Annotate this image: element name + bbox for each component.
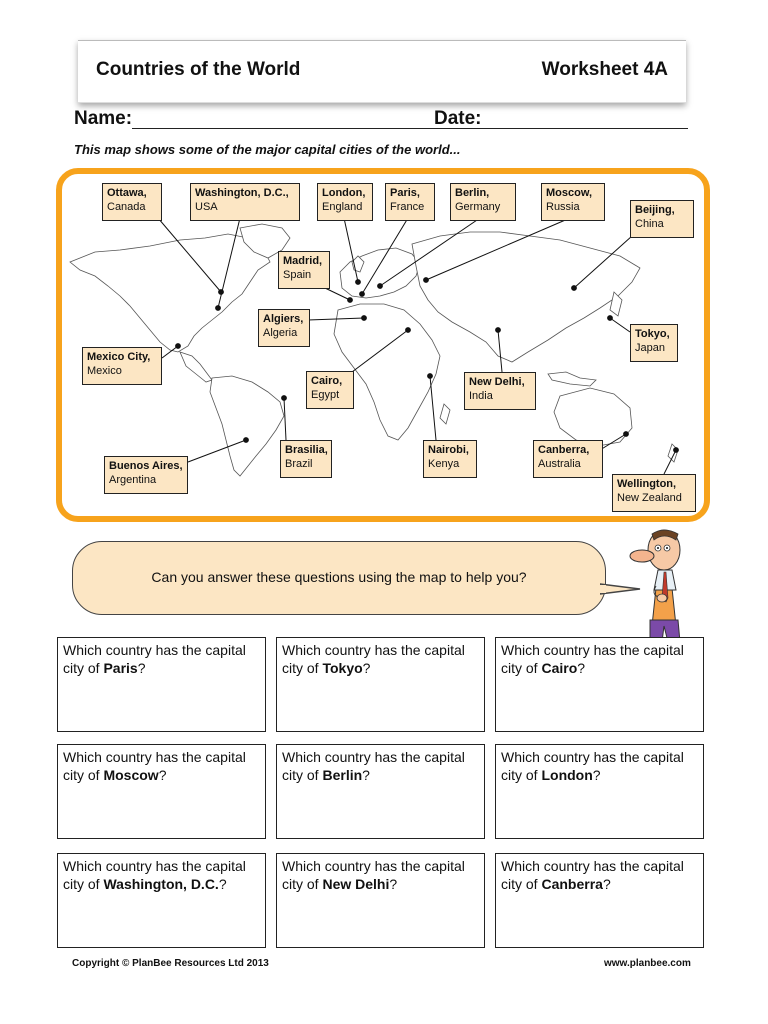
question-box[interactable]: Which country has the capital city of To… [276,637,485,732]
label-madrid: Madrid,Spain [278,251,330,289]
indonesia-shape [547,371,597,387]
speech-bubble: Can you answer these questions using the… [72,541,606,615]
leader-lines [157,217,679,475]
label-ottawa: Ottawa,Canada [102,183,162,221]
label-brasilia: Brasilia,Brazil [280,440,332,478]
label-algiers: Algiers,Algeria [258,309,310,347]
question-box[interactable]: Which country has the capital city of Wa… [57,853,266,948]
name-field[interactable] [132,128,502,129]
label-new-delhi: New Delhi,India [464,372,536,410]
label-buenos-aires: Buenos Aires,Argentina [104,456,188,494]
asia-shape [411,231,641,363]
question-box[interactable]: Which country has the capital city of Mo… [57,744,266,839]
greenland-shape [239,223,291,259]
central-america-shape [179,351,213,383]
australia-shape [553,387,633,447]
intro-text: This map shows some of the major capital… [74,142,461,157]
name-date-row: Name: Date: [74,106,690,132]
new-zealand-shape [667,443,679,463]
cartoon-man-illustration [629,529,681,643]
world-map [69,217,679,477]
copyright-text: Copyright © PlanBee Resources Ltd 2013 [72,958,269,969]
label-berlin: Berlin,Germany [450,183,516,221]
label-mexico-city: Mexico City,Mexico [82,347,162,385]
question-box[interactable]: Which country has the capital city of Pa… [57,637,266,732]
question-box[interactable]: Which country has the capital city of Be… [276,744,485,839]
label-canberra: Canberra,Australia [533,440,603,478]
date-field[interactable] [482,128,688,129]
japan-shape [609,291,623,317]
worksheet-number: Worksheet 4A [541,59,668,80]
label-cairo: Cairo,Egypt [306,371,354,409]
label-london: London,England [317,183,373,221]
africa-shape [333,303,441,441]
question-box[interactable]: Which country has the capital city of Ne… [276,853,485,948]
question-box[interactable]: Which country has the capital city of Ca… [495,637,704,732]
south-america-shape [209,375,285,477]
continents [69,223,679,477]
label-moscow: Moscow,Russia [541,183,605,221]
date-label: Date: [434,108,482,129]
question-box[interactable]: Which country has the capital city of Lo… [495,744,704,839]
worksheet-title: Countries of the World [96,59,301,80]
prompt-text: Can you answer these questions using the… [151,569,527,585]
madagascar-shape [439,403,451,425]
question-box[interactable]: Which country has the capital city of Ca… [495,853,704,948]
label-tokyo: Tokyo,Japan [630,324,678,362]
worksheet-header: Countries of the World Worksheet 4A [78,40,686,103]
north-america-shape [69,233,271,353]
label-wellington: Wellington,New Zealand [612,474,696,512]
website-link[interactable]: www.planbee.com [604,958,691,969]
label-beijing: Beijing,China [630,200,694,238]
name-label: Name: [74,108,133,129]
label-nairobi: Nairobi,Kenya [423,440,477,478]
bubble-tail [600,583,641,595]
label-paris: Paris,France [385,183,435,221]
label-washington: Washington, D.C.,USA [190,183,300,221]
